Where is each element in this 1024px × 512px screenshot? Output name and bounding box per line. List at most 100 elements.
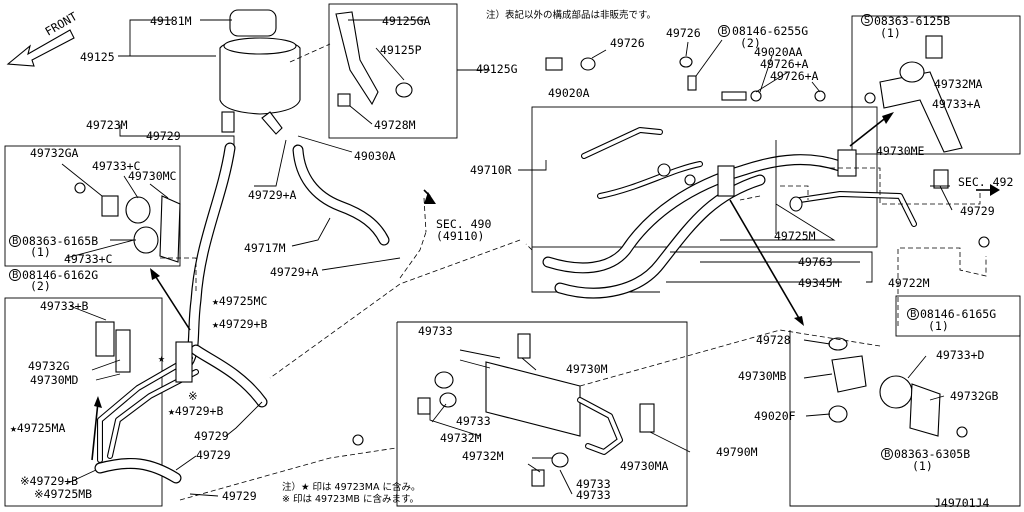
arrow-sec490-icon (424, 192, 436, 204)
label-49020F[interactable]: 49020F (754, 409, 796, 423)
label-49125[interactable]: 49125 (80, 50, 115, 64)
label-08363-6165B[interactable]: B 08363-6165B (1) (9, 234, 99, 259)
label-49733-top[interactable]: 49733 (418, 324, 453, 338)
svg-text:08146-6255G: 08146-6255G (732, 24, 808, 38)
label-49732GB[interactable]: 49732GB (950, 389, 999, 403)
label-49725MA[interactable]: ★49725MA (10, 421, 65, 435)
fitting-49020A-icon (545, 57, 563, 71)
label-49725M[interactable]: 49725M (774, 229, 816, 243)
label-49733-mid[interactable]: 49733 (456, 414, 491, 428)
nut-49125P-icon (395, 82, 413, 98)
cooler-core-icon (485, 361, 581, 437)
label-sec490[interactable]: SEC. 490 (436, 217, 491, 231)
label-08146-6162G[interactable]: B 08146-6162G (2) (9, 268, 99, 293)
label-49125P[interactable]: 49125P (380, 43, 422, 57)
label-49733B[interactable]: 49733+B (40, 299, 89, 313)
label-49729-top[interactable]: 49729 (146, 129, 181, 143)
clamp-pipe-2-icon (837, 149, 857, 177)
clamp-49733-mid-icon (439, 392, 457, 408)
label-49729B-3[interactable]: ※49729+B (20, 474, 78, 488)
bolt-08146-6255G-icon (687, 75, 697, 91)
label-49345M[interactable]: 49345M (798, 276, 840, 290)
fitting-49020F-icon (828, 405, 848, 423)
label-49725MC[interactable]: ★49725MC (212, 294, 267, 308)
label-49729-mid[interactable]: 49729 (194, 429, 229, 443)
clamp-49729-right-icon (933, 169, 949, 189)
label-49732M-2[interactable]: 49732M (462, 449, 504, 463)
label-49728[interactable]: 49728 (756, 333, 791, 347)
bracket-49125GA-icon (335, 11, 379, 106)
label-49726-a[interactable]: 49726 (610, 36, 645, 50)
part-labels: 49181M 49125 49125GA 49125P 49728M 49125… (9, 14, 1013, 510)
label-49030A[interactable]: 49030A (354, 149, 396, 163)
label-49732MA[interactable]: 49732MA (934, 77, 983, 91)
label-49733D[interactable]: 49733+D (936, 348, 985, 362)
svg-text:08146-6162G: 08146-6162G (22, 268, 98, 282)
b-circle-icon (907, 308, 919, 320)
label-49728M[interactable]: 49728M (374, 118, 416, 132)
washer-49726A-icon (750, 90, 762, 102)
label-49733C-2[interactable]: 49733+C (64, 252, 113, 266)
label-49763[interactable]: 49763 (798, 255, 833, 269)
label-49020A[interactable]: 49020A (548, 86, 590, 100)
label-49733-b1[interactable]: 49733 (576, 477, 611, 491)
svg-text:(1): (1) (880, 26, 901, 40)
label-49125GA[interactable]: 49125GA (382, 14, 431, 28)
label-49181M[interactable]: 49181M (150, 14, 192, 28)
clamp-49732M-2-icon (531, 469, 545, 487)
label-49730MB[interactable]: 49730MB (738, 369, 787, 383)
label-49729-right[interactable]: 49729 (960, 204, 995, 218)
label-49732G[interactable]: 49732G (28, 359, 70, 373)
label-49729B-2[interactable]: ★49729+B (168, 404, 223, 418)
b-circle-icon (881, 448, 893, 460)
reservoir-tank (219, 9, 301, 135)
label-sec490-sub[interactable]: (49110) (436, 229, 484, 243)
reservoir-cap-icon (229, 9, 277, 37)
label-sec492[interactable]: SEC. 492 (958, 175, 1013, 189)
pointing-arrows (91, 112, 1000, 461)
label-49730MC[interactable]: 49730MC (128, 169, 177, 183)
label-49733A[interactable]: 49733+A (932, 97, 981, 111)
label-49020AA[interactable]: 49020AA (754, 45, 803, 59)
label-49726-b[interactable]: 49726 (666, 26, 701, 40)
frame-group (4, 3, 1021, 507)
label-49725MB[interactable]: ※49725MB (34, 487, 92, 501)
label-49733-b2[interactable]: 49733 (576, 488, 611, 502)
bracket-49730MD-icon (115, 329, 131, 373)
label-49732M-1[interactable]: 49732M (440, 431, 482, 445)
label-08363-6305B[interactable]: B 08363-6305B (1) (881, 447, 971, 473)
label-49729A-1[interactable]: 49729+A (248, 188, 297, 202)
clamp-49733-top-icon (434, 371, 454, 389)
label-49726A-1[interactable]: 49726+A (760, 57, 809, 71)
svg-text:B: B (910, 309, 917, 320)
bolt-cooler-icon (352, 434, 364, 446)
label-08146-6255G[interactable]: B 08146-6255G (2) (718, 24, 809, 50)
label-49722M[interactable]: 49722M (888, 276, 930, 290)
label-49730ME[interactable]: 49730ME (876, 144, 925, 158)
label-49729-bot[interactable]: 49729 (222, 489, 257, 503)
label-49125G[interactable]: 49125G (476, 62, 518, 76)
label-49726A-2[interactable]: 49726+A (770, 69, 819, 83)
label-49730MD[interactable]: 49730MD (30, 373, 79, 387)
frame-clamp-set-right (789, 330, 1021, 507)
label-49729A-2[interactable]: 49729+A (270, 265, 319, 279)
label-49729B-1[interactable]: ★49729+B (212, 317, 267, 331)
label-49710R[interactable]: 49710R (470, 163, 512, 177)
svg-text:(2): (2) (30, 279, 51, 293)
fitting-49725M-icon (789, 196, 803, 212)
label-49730M[interactable]: 49730M (566, 362, 608, 376)
label-49733C-1[interactable]: 49733+C (92, 159, 141, 173)
clamp-pipe-icon (717, 165, 735, 197)
label-49732GA[interactable]: 49732GA (30, 146, 79, 160)
pipe-thin-a (581, 127, 703, 199)
label-49790M[interactable]: 49790M (716, 445, 758, 459)
label-08146-6165G[interactable]: B 08146-6165G (1) (907, 307, 997, 333)
label-08363-6125B[interactable]: S 08363-6125B (1) (861, 14, 951, 40)
label-49730MA[interactable]: 49730MA (620, 459, 669, 473)
bracket-49730MA-icon (639, 403, 655, 433)
top-middle-parts (545, 56, 826, 102)
label-49723M[interactable]: 49723M (86, 118, 128, 132)
label-49717M[interactable]: 49717M (244, 241, 286, 255)
label-49729-low[interactable]: 49729 (196, 448, 231, 462)
